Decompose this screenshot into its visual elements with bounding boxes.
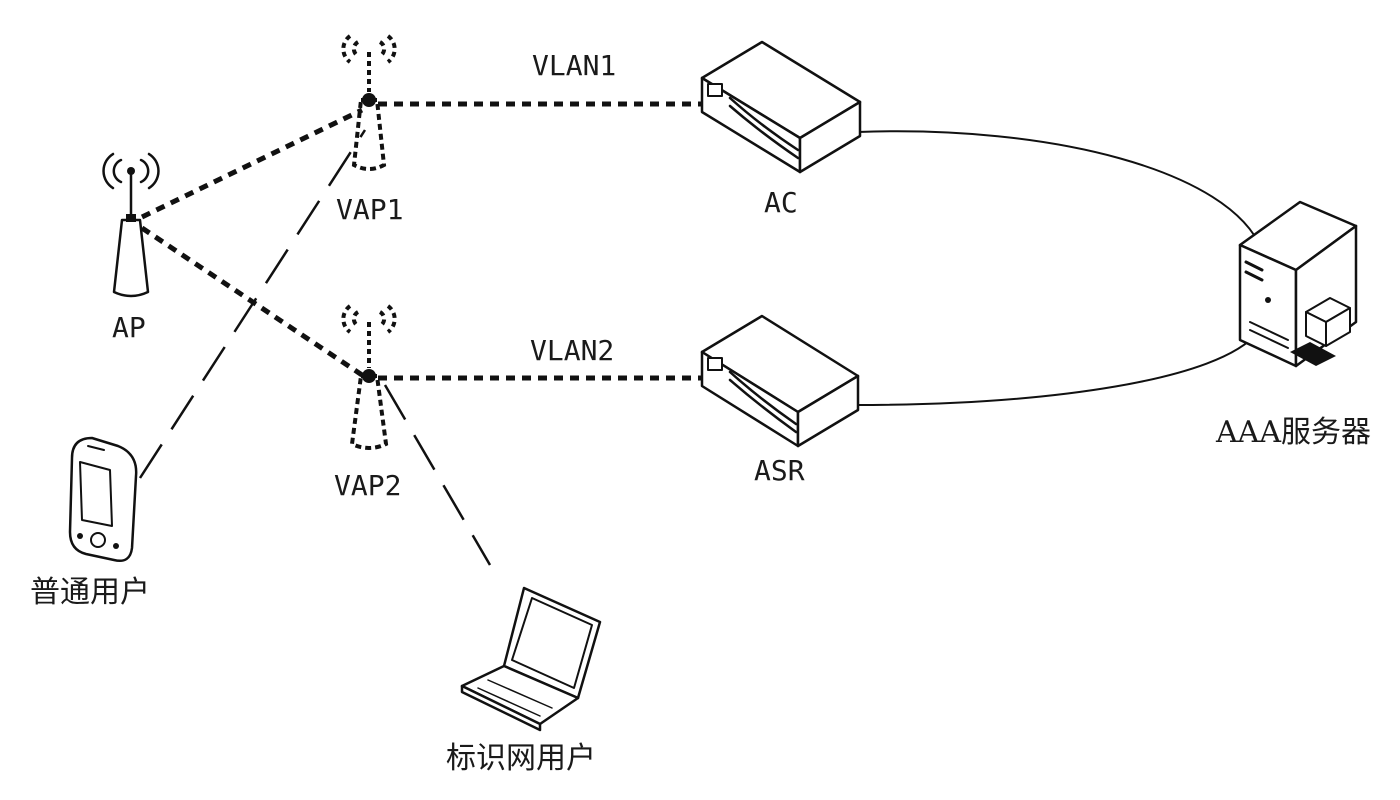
connections [138, 101, 1263, 566]
laptop-icon [460, 586, 602, 732]
vap2-icon [341, 304, 397, 450]
link-asr-aaa [854, 331, 1259, 406]
aaa-label: AAA服务器 [1215, 415, 1371, 450]
normal-user-label: 普通用户 [30, 575, 150, 610]
asr-label: ASR [754, 454, 805, 487]
ap-icon [102, 152, 160, 298]
vap1-label: VAP1 [336, 193, 403, 226]
link-ap-vap1 [140, 107, 364, 220]
link-vap2-laptop [383, 384, 492, 566]
vap1-icon [341, 34, 397, 171]
phone-icon [68, 436, 138, 562]
aaa-server-icon [1238, 200, 1358, 368]
link-ac-aaa [857, 130, 1263, 251]
ac-label: AC [764, 186, 798, 219]
vlan1-label: VLAN1 [532, 49, 616, 82]
id-user-label: 标识网用户 [446, 741, 596, 776]
link-ap-vap2 [140, 225, 364, 378]
link-phone-vap1 [138, 129, 367, 479]
asr-router-icon [700, 314, 860, 448]
ap-label: AP [112, 311, 146, 344]
ac-router-icon [700, 40, 862, 174]
vap2-label: VAP2 [334, 469, 401, 502]
vlan2-label: VLAN2 [530, 334, 614, 367]
